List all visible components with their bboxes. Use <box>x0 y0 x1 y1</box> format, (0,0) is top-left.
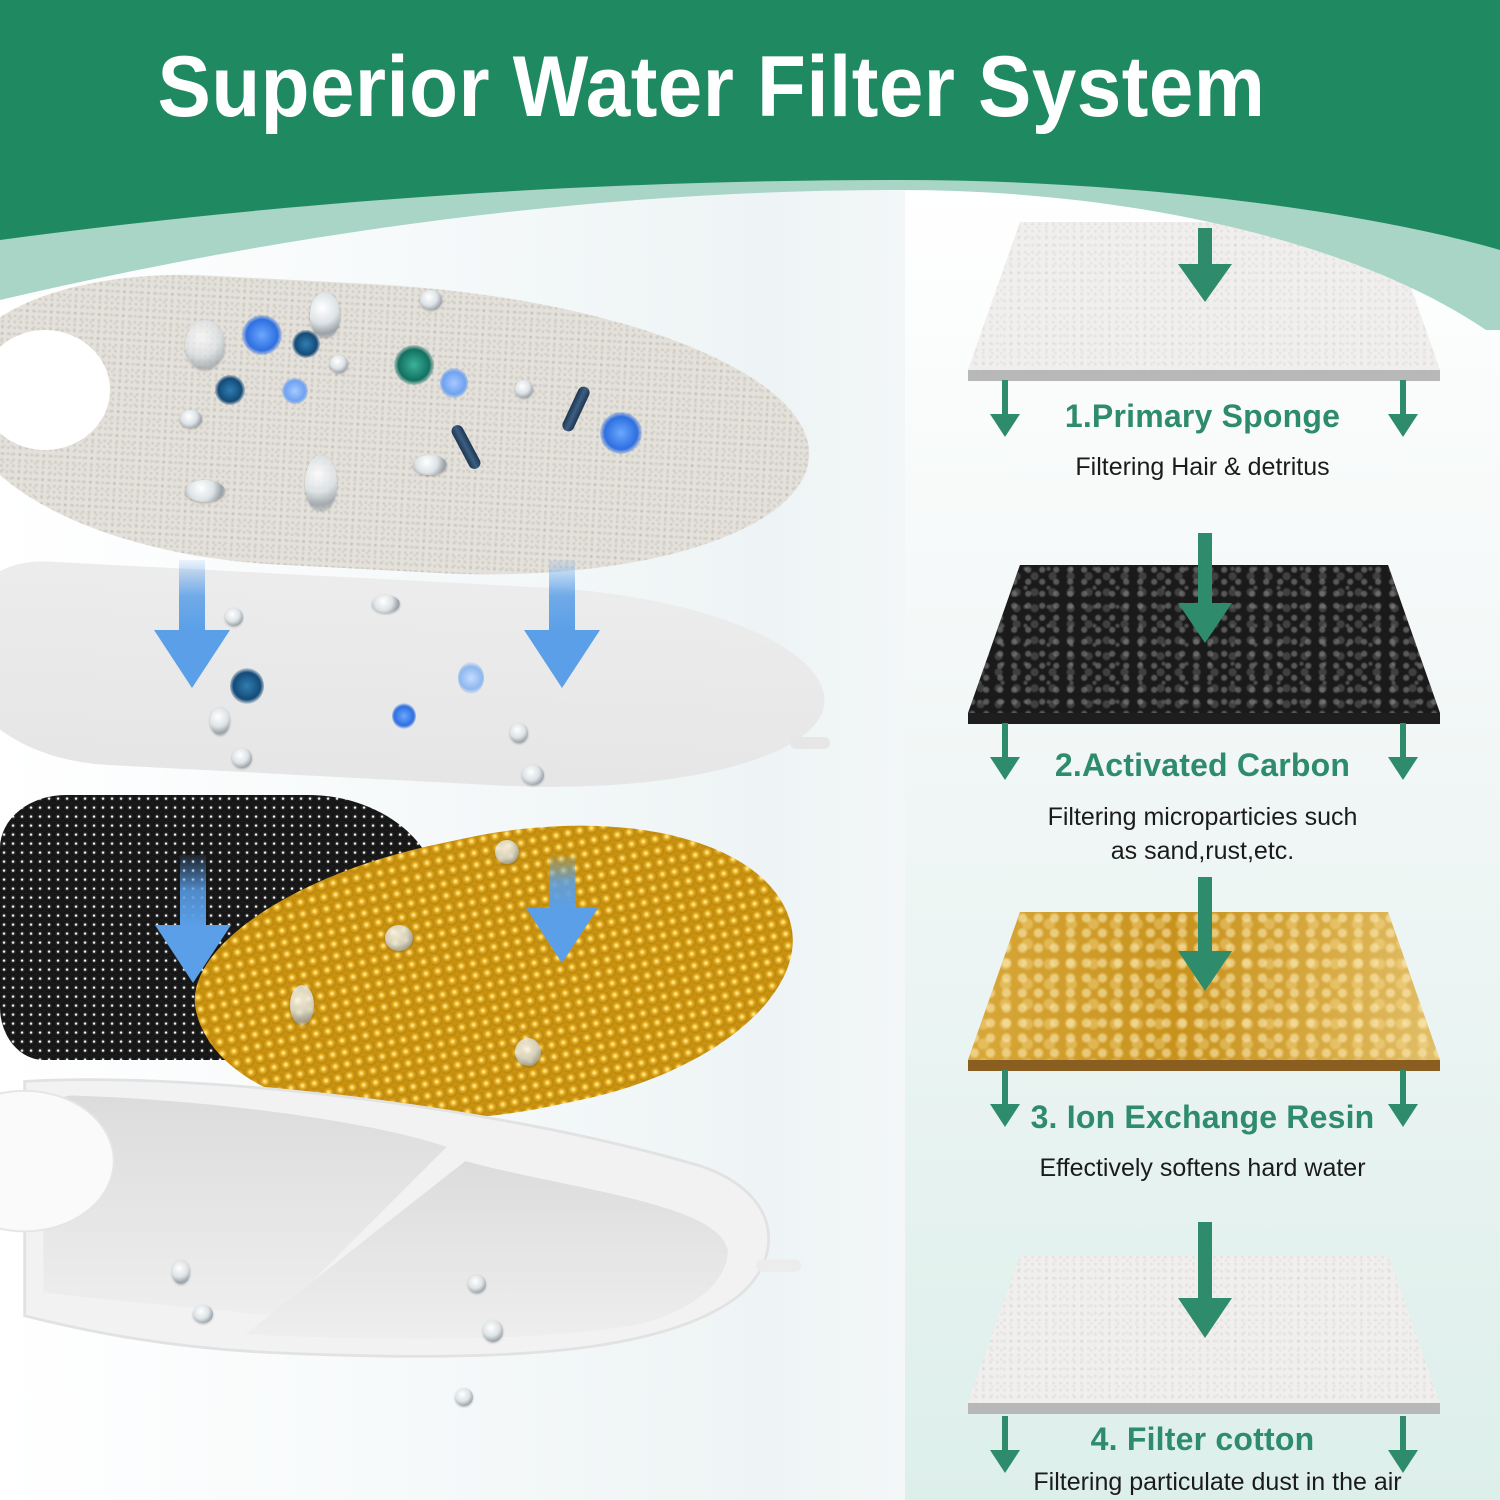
water-drop-icon <box>172 1260 190 1284</box>
water-drop-icon <box>468 1275 486 1293</box>
down-arrow-icon <box>1388 1416 1418 1473</box>
flow-arrow-icon <box>155 855 231 983</box>
water-drop-icon <box>413 455 447 475</box>
water-drop-icon <box>522 765 544 785</box>
bacteria-icon <box>440 368 468 398</box>
water-drop-icon <box>180 410 202 428</box>
step-description: Filtering Hair & detritus <box>1075 453 1330 481</box>
water-drop-icon <box>420 290 442 310</box>
microbe-icon <box>458 662 484 694</box>
water-drop-icon <box>225 608 243 626</box>
bacteria-icon <box>600 412 642 454</box>
down-arrow-icon <box>1388 380 1418 437</box>
step-title: 4. Filter cotton <box>1090 1421 1315 1457</box>
down-arrow-icon <box>990 1416 1020 1473</box>
step-description: Filtering microparticies such <box>1047 803 1358 831</box>
water-drop-icon <box>515 380 533 398</box>
water-drop-icon <box>330 355 348 373</box>
down-arrow-icon <box>990 723 1020 780</box>
water-drop-icon <box>515 1038 541 1066</box>
bacteria-icon <box>242 315 282 355</box>
down-arrow-icon <box>1178 533 1232 643</box>
down-arrow-icon <box>1178 1222 1232 1338</box>
filter-plate-tab <box>790 737 830 749</box>
flow-arrow-icon <box>154 560 230 688</box>
page-title: Superior Water Filter System <box>157 39 1266 135</box>
down-arrow-icon <box>1388 723 1418 780</box>
water-drop-icon <box>495 840 519 864</box>
bacteria-icon <box>282 378 308 404</box>
down-arrow-icon <box>1178 877 1232 991</box>
bacteria-icon <box>230 668 264 704</box>
flow-arrow-icon <box>524 560 600 688</box>
water-drop-icon <box>372 595 400 613</box>
down-arrow-icon <box>1388 1070 1418 1127</box>
water-drop-icon <box>455 1388 473 1406</box>
water-drop-icon <box>305 455 337 510</box>
water-drop-icon <box>510 723 528 743</box>
water-drop-icon <box>310 292 340 337</box>
down-arrow-icon <box>990 1070 1020 1127</box>
water-drop-icon <box>193 1305 213 1323</box>
down-arrow-icon <box>990 380 1020 437</box>
water-drop-icon <box>385 925 413 951</box>
water-drop-icon <box>232 748 252 768</box>
water-drop-icon <box>483 1320 503 1342</box>
virus-icon <box>394 345 434 385</box>
water-tray-layer <box>0 1078 801 1358</box>
water-drop-icon <box>185 480 225 502</box>
step-description: Effectively softens hard water <box>1039 1154 1366 1182</box>
bacteria-icon <box>392 703 416 729</box>
step-title: 1.Primary Sponge <box>1064 398 1341 434</box>
bacteria-icon <box>215 375 245 405</box>
step-description: Filtering particulate dust in the air <box>1033 1468 1402 1496</box>
bacteria-icon <box>292 330 320 358</box>
down-arrow-icon <box>1178 228 1232 302</box>
step-description: as sand,rust,etc. <box>1110 837 1295 865</box>
water-drop-icon <box>210 707 230 735</box>
step-title: 3. Ion Exchange Resin <box>1030 1099 1375 1135</box>
water-drop-icon <box>290 985 314 1025</box>
sponge-notch <box>0 330 110 450</box>
water-drop-icon <box>185 320 225 370</box>
flow-arrow-icon <box>526 855 598 963</box>
step-title: 2.Activated Carbon <box>1054 747 1351 783</box>
